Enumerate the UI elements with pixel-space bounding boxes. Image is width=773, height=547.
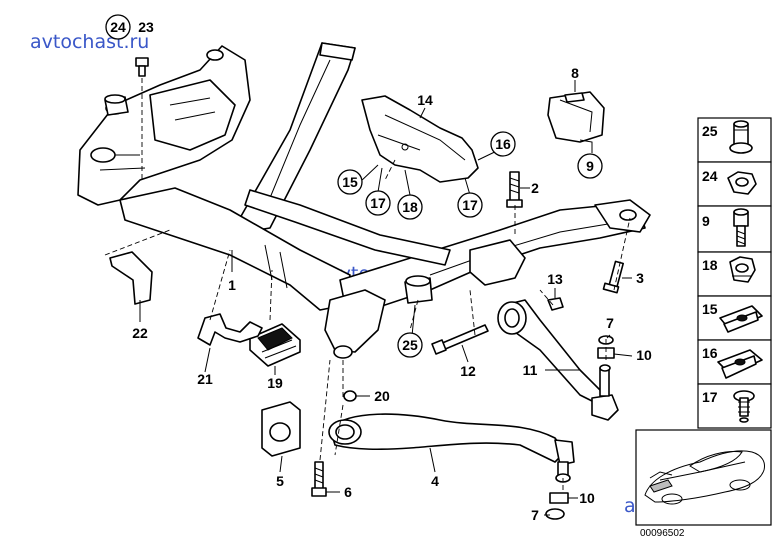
callout-21: 21 bbox=[197, 371, 213, 387]
flange-nut-icon bbox=[729, 120, 753, 154]
callout-10-lower: 10 bbox=[579, 490, 595, 506]
bracket-21 bbox=[197, 313, 263, 346]
bolt-12 bbox=[431, 324, 489, 355]
callout-circle-17b bbox=[457, 192, 483, 218]
tension-strut-11 bbox=[497, 299, 619, 421]
wishbone-4 bbox=[328, 413, 575, 483]
legend-row-17 bbox=[697, 383, 772, 429]
bolt-23 bbox=[135, 57, 149, 77]
callout-20: 20 bbox=[374, 388, 390, 404]
callout-17b: 17 bbox=[462, 197, 478, 213]
car-thumbnail-frame bbox=[635, 429, 772, 526]
callout-5: 5 bbox=[276, 473, 284, 489]
bracket-22 bbox=[109, 251, 153, 305]
callout-12: 12 bbox=[460, 363, 476, 379]
callout-17a: 17 bbox=[370, 195, 386, 211]
callout-circle-15 bbox=[337, 169, 363, 195]
callout-7-lower: 7 bbox=[531, 507, 539, 523]
watermark-top-left: avtochast.ru bbox=[30, 31, 149, 53]
callout-3: 3 bbox=[636, 270, 644, 286]
clip-nut-icon bbox=[719, 305, 763, 333]
callout-10-upper: 10 bbox=[636, 347, 652, 363]
callout-9: 9 bbox=[586, 158, 594, 174]
callout-4: 4 bbox=[431, 473, 439, 489]
nut-10-lower bbox=[549, 492, 569, 504]
callout-18: 18 bbox=[402, 199, 418, 215]
callout-24: 24 bbox=[110, 19, 126, 35]
mounting-lines bbox=[104, 78, 631, 490]
callout-1: 1 bbox=[228, 277, 236, 293]
callout-circle-25 bbox=[397, 332, 423, 358]
bolt-3 bbox=[602, 260, 625, 294]
heat-shield bbox=[361, 95, 479, 183]
callout-circle-16 bbox=[490, 131, 516, 157]
nut-13 bbox=[547, 297, 564, 311]
callout-16: 16 bbox=[495, 136, 511, 152]
callout-23: 23 bbox=[138, 19, 154, 35]
callout-8: 8 bbox=[571, 65, 579, 81]
legend-num-24: 24 bbox=[702, 168, 718, 184]
callout-15: 15 bbox=[342, 174, 358, 190]
legend-num-17: 17 bbox=[702, 389, 718, 405]
bolt-6 bbox=[311, 461, 327, 497]
legend-num-15: 15 bbox=[702, 301, 718, 317]
callout-7-upper: 7 bbox=[606, 315, 614, 331]
hex-nut-icon bbox=[727, 171, 757, 195]
callout-6: 6 bbox=[344, 484, 352, 500]
callout-labels: 24 23 8 9 14 16 15 17 18 17 2 3 13 1 25 … bbox=[105, 14, 652, 523]
bolt-2 bbox=[506, 171, 523, 208]
collar-nut-icon bbox=[729, 256, 756, 283]
legend-num-16: 16 bbox=[702, 345, 718, 361]
axle-carrier bbox=[77, 42, 651, 359]
support-block-19 bbox=[249, 323, 301, 367]
legend-row-24 bbox=[697, 161, 772, 207]
bracket-8 bbox=[547, 91, 605, 143]
nut-10-upper bbox=[597, 347, 615, 359]
socket-bolt-icon bbox=[733, 208, 749, 247]
callout-25: 25 bbox=[402, 337, 418, 353]
nut-20 bbox=[343, 390, 357, 402]
callout-2: 2 bbox=[531, 180, 539, 196]
image-reference-number: 00096502 bbox=[640, 528, 685, 539]
callout-circle-17a bbox=[365, 190, 391, 216]
rubber-mount-5 bbox=[261, 401, 301, 457]
callout-19: 19 bbox=[267, 375, 283, 391]
callout-11: 11 bbox=[523, 362, 538, 378]
callout-14: 14 bbox=[417, 92, 433, 108]
callout-circle-9 bbox=[577, 153, 603, 179]
expanding-rivet-icon bbox=[733, 390, 755, 423]
callout-22: 22 bbox=[132, 325, 148, 341]
car-thumbnail bbox=[635, 429, 772, 526]
callout-circle-18 bbox=[397, 194, 423, 220]
spring-clip-icon bbox=[717, 349, 763, 379]
washer-7-lower bbox=[545, 508, 565, 520]
legend-num-9: 9 bbox=[702, 213, 710, 229]
fastener-legend: 25 24 9 18 15 bbox=[697, 117, 772, 429]
callout-circle-24 bbox=[105, 14, 131, 40]
callout-13: 13 bbox=[547, 271, 563, 287]
legend-num-18: 18 bbox=[702, 257, 718, 273]
legend-num-25: 25 bbox=[702, 123, 718, 139]
